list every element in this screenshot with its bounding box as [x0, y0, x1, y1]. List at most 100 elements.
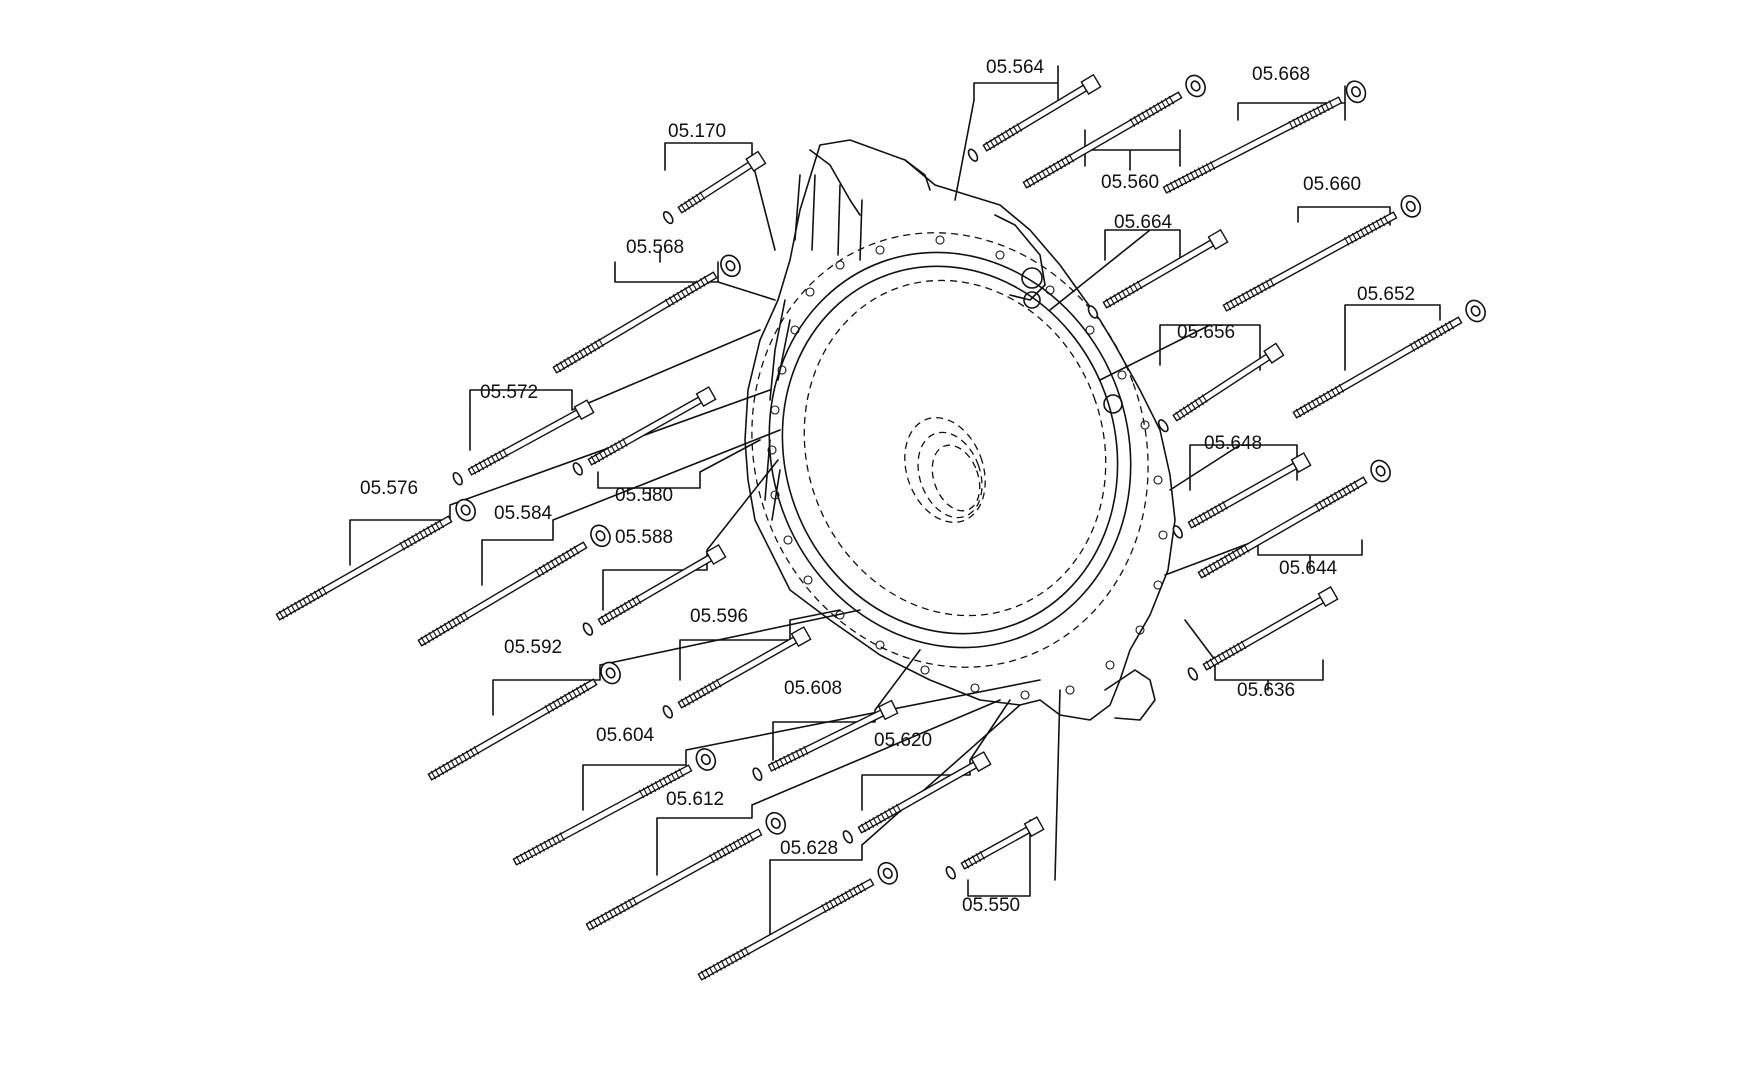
- center-hub-inner: [917, 431, 983, 519]
- thread-mark: [1351, 232, 1358, 242]
- label-05-580: 05.580: [615, 485, 673, 506]
- thread-mark: [399, 541, 406, 551]
- thread-mark: [791, 751, 797, 761]
- thread-mark: [1132, 282, 1139, 292]
- housing-right-hole: [1021, 267, 1043, 289]
- thread-mark: [1137, 113, 1144, 123]
- housing-bottom-foot: [1104, 669, 1156, 721]
- bolt-4: [1087, 228, 1229, 319]
- thread-mark: [616, 905, 622, 915]
- thread-mark: [594, 340, 601, 350]
- thread-mark: [608, 909, 614, 919]
- shank: [512, 764, 693, 866]
- thread-mark: [454, 757, 460, 766]
- thread-mark: [696, 689, 702, 699]
- thread-mark: [282, 608, 289, 618]
- thread-mark: [666, 774, 673, 784]
- thread-mark: [1245, 290, 1251, 300]
- bolt-24: [945, 816, 1045, 880]
- label-05-592: 05.592: [504, 637, 562, 658]
- thread-mark: [1383, 215, 1389, 225]
- thread-mark: [1379, 217, 1386, 227]
- thread-mark: [1311, 399, 1317, 409]
- bolt-20: [842, 751, 992, 844]
- bolt-19: [752, 699, 899, 782]
- thread-mark: [1210, 507, 1216, 517]
- label-05-576: 05.576: [360, 478, 418, 499]
- thread-mark: [993, 136, 1000, 146]
- thread-mark: [1212, 561, 1218, 571]
- label-05-656: 05.656: [1177, 322, 1235, 343]
- bolt-head: [705, 543, 727, 566]
- thread-mark: [622, 437, 628, 447]
- thread-mark: [321, 586, 328, 595]
- thread-mark: [309, 592, 316, 602]
- thread-mark: [1227, 552, 1234, 562]
- thread-mark: [868, 819, 875, 828]
- thread-mark: [1429, 331, 1435, 341]
- thread-mark: [563, 359, 570, 368]
- bolt-14: [582, 543, 727, 636]
- bolt-11: [1172, 452, 1312, 539]
- thread-mark: [1197, 167, 1204, 177]
- thread-mark: [1189, 171, 1196, 181]
- thread-mark: [895, 803, 902, 813]
- thread-mark: [1201, 165, 1208, 175]
- thread-mark: [461, 752, 468, 762]
- thread-mark: [1198, 514, 1205, 523]
- thread-mark: [700, 687, 706, 697]
- thread-mark: [403, 539, 409, 549]
- thread-mark: [848, 888, 855, 898]
- shank: [960, 826, 1031, 870]
- shank: [1222, 211, 1398, 312]
- bolts: [275, 73, 1486, 981]
- thread-mark: [604, 613, 611, 623]
- thread-mark: [699, 191, 706, 200]
- thread-mark: [1341, 487, 1348, 497]
- stud-1: [1022, 74, 1206, 189]
- thread-mark: [1425, 334, 1431, 343]
- thread-mark: [546, 561, 553, 571]
- thread-mark: [482, 459, 489, 468]
- housing-right-boss: [1103, 394, 1123, 414]
- thread-mark: [985, 141, 992, 151]
- shank: [697, 878, 875, 981]
- thread-mark: [1330, 388, 1337, 398]
- thread-mark: [598, 338, 604, 348]
- thread-mark: [703, 275, 710, 285]
- nut-hole: [1470, 305, 1481, 317]
- thread-mark: [975, 853, 982, 862]
- thread-mark: [1177, 177, 1184, 187]
- thread-mark: [1200, 568, 1207, 578]
- thread-mark: [699, 278, 706, 287]
- nut-hole: [605, 667, 616, 679]
- thread-mark: [1421, 336, 1427, 346]
- thread-mark: [1367, 224, 1374, 233]
- thread-mark: [892, 805, 898, 815]
- thread-mark: [672, 294, 679, 303]
- thread-mark: [852, 886, 859, 896]
- shank: [417, 541, 588, 647]
- thread-mark: [567, 356, 573, 366]
- thread-mark: [438, 766, 445, 775]
- thread-mark: [1436, 327, 1443, 337]
- thread-mark: [612, 907, 618, 917]
- thread-mark: [627, 599, 634, 609]
- thread-mark: [474, 463, 481, 473]
- thread-mark: [443, 622, 450, 632]
- bolt-3: [662, 150, 767, 225]
- thread-mark: [1345, 485, 1352, 494]
- thread-mark: [550, 559, 557, 569]
- thread-mark: [1041, 169, 1047, 179]
- center-hub-outer: [904, 416, 986, 524]
- thread-mark: [490, 454, 496, 464]
- thread-mark: [1216, 559, 1222, 569]
- shank: [1172, 353, 1271, 422]
- thread-mark: [543, 840, 549, 850]
- thread-mark: [446, 761, 452, 771]
- shank: [1162, 96, 1343, 194]
- thread-mark: [1299, 406, 1306, 416]
- thread-mark: [997, 134, 1003, 144]
- stud-6: [552, 254, 741, 374]
- thread-mark: [642, 787, 649, 797]
